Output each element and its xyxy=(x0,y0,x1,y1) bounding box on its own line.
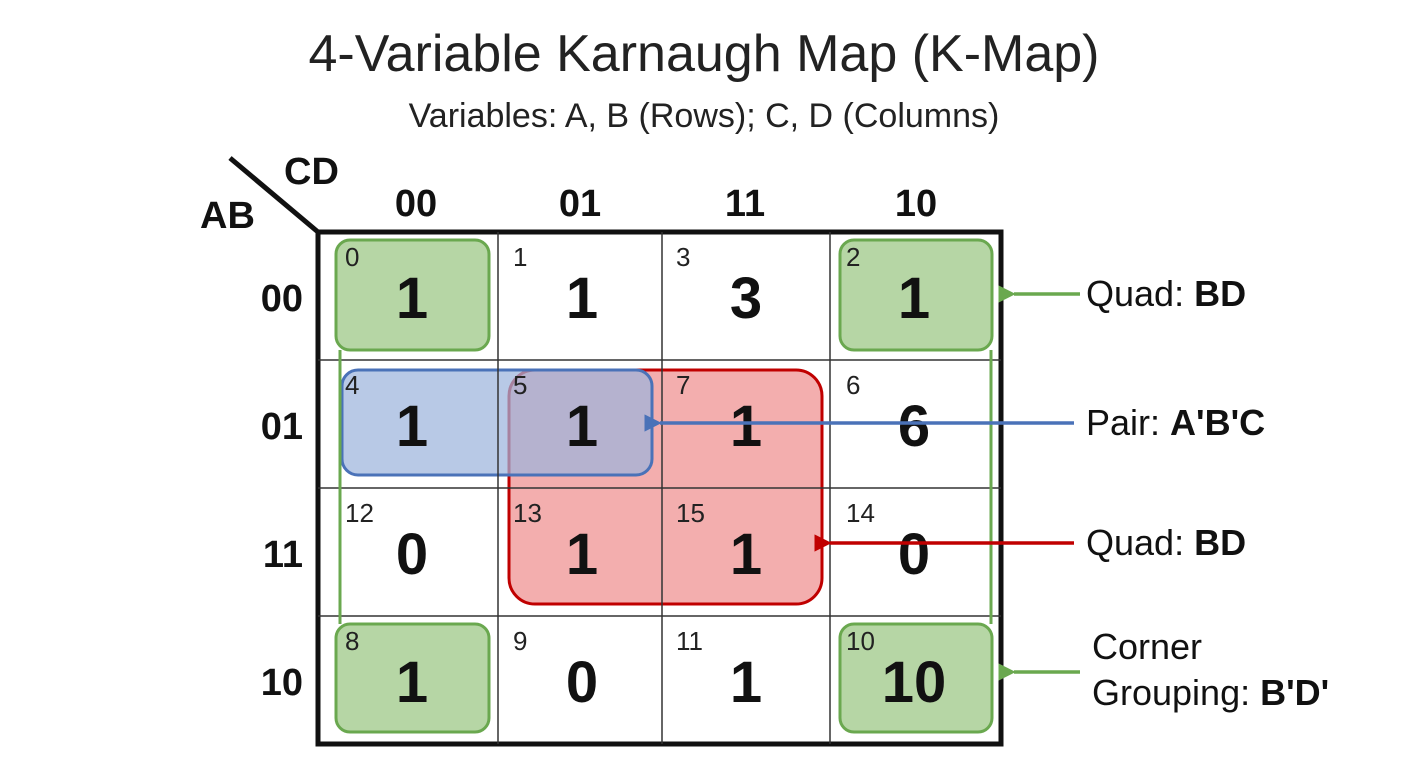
annotation-term: BD xyxy=(1194,273,1247,314)
corner-group-cell-10 xyxy=(838,622,994,734)
corner-group-cell-8 xyxy=(334,622,491,734)
annotation-term: A'B'C xyxy=(1170,402,1266,443)
cell-value: 1 xyxy=(730,394,762,459)
minterm-index: 2 xyxy=(846,242,860,272)
corner-group-connectors xyxy=(338,350,993,624)
minterm-index: 1 xyxy=(513,242,527,272)
cell-value: 6 xyxy=(898,394,930,459)
cell-value: 1 xyxy=(396,394,428,459)
col-variable-label: CD xyxy=(284,151,339,193)
cell-value: 0 xyxy=(566,650,598,715)
row-variable-label: AB xyxy=(200,195,255,237)
cell-value: 1 xyxy=(730,650,762,715)
col-label-01: 01 xyxy=(559,183,601,225)
minterm-index: 13 xyxy=(513,498,542,528)
minterm-index: 7 xyxy=(676,370,690,400)
cell-value: 1 xyxy=(566,522,598,587)
minterm-index: 11 xyxy=(676,626,703,656)
annotation-term: B'D' xyxy=(1260,672,1330,713)
cell-value: 0 xyxy=(396,522,428,587)
row-label-01: 01 xyxy=(261,406,303,448)
annotation-corner-grouping: Corner Grouping: B'D' xyxy=(1092,624,1329,716)
cell-value: 1 xyxy=(898,266,930,331)
cell-value: 3 xyxy=(730,266,762,331)
minterm-index: 0 xyxy=(345,242,359,272)
cell-value: 10 xyxy=(882,650,947,715)
col-label-00: 00 xyxy=(395,183,437,225)
cell-value: 0 xyxy=(898,522,930,587)
page-title: 4-Variable Karnaugh Map (K-Map) xyxy=(308,25,1100,83)
page-subtitle: Variables: A, B (Rows); C, D (Columns) xyxy=(408,97,1000,135)
minterm-index: 9 xyxy=(513,626,527,656)
annotation-quad-bd-green: Quad: BD xyxy=(1086,271,1246,317)
cell-value: 1 xyxy=(566,266,598,331)
col-label-10: 10 xyxy=(895,183,937,225)
kmap-grid xyxy=(315,229,1004,747)
annotation-prefix: Quad: xyxy=(1086,522,1195,563)
minterm-index: 6 xyxy=(846,370,860,400)
row-label-10: 10 xyxy=(261,662,303,704)
corner-group-cell-0 xyxy=(334,238,491,352)
cell-value: 1 xyxy=(566,394,598,459)
minterm-index: 4 xyxy=(345,370,359,400)
minterm-index: 3 xyxy=(676,242,690,272)
annotation-prefix: Pair: xyxy=(1086,402,1171,443)
cell-value: 1 xyxy=(396,650,428,715)
row-label-11: 11 xyxy=(263,534,303,576)
annotation-pair: Pair: A'B'C xyxy=(1086,400,1265,446)
cell-value: 1 xyxy=(730,522,762,587)
minterm-index: 15 xyxy=(676,498,705,528)
minterm-index: 12 xyxy=(345,498,374,528)
corner-group-cell-2 xyxy=(838,238,994,352)
minterm-index: 10 xyxy=(846,626,875,656)
group-fills xyxy=(334,238,994,734)
pair-group-blue xyxy=(340,368,654,477)
col-label-11: 11 xyxy=(725,183,765,225)
cell-value: 1 xyxy=(396,266,428,331)
row-label-00: 00 xyxy=(261,278,303,320)
annotation-term: BD xyxy=(1194,522,1247,563)
kmap-corner-diagonal xyxy=(228,156,320,234)
annotation-line1: Corner xyxy=(1092,626,1203,667)
annotation-quad-bd-red: Quad: BD xyxy=(1086,520,1246,566)
minterm-index: 5 xyxy=(513,370,527,400)
annotation-prefix: Grouping: xyxy=(1092,672,1261,713)
annotation-prefix: Quad: xyxy=(1086,273,1195,314)
minterm-index: 14 xyxy=(846,498,875,528)
minterm-index: 8 xyxy=(345,626,359,656)
